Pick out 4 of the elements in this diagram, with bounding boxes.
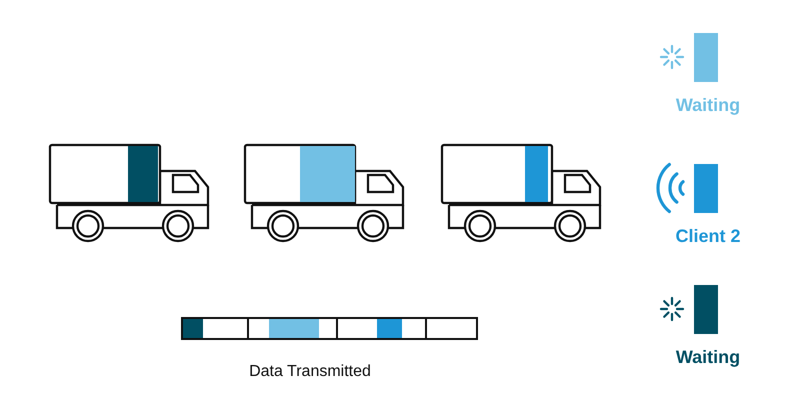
client-status-label: Waiting [676,95,740,116]
caption-text: Data Transmitted [249,363,371,381]
client-status-label: Waiting [676,347,740,368]
client-status-label: Client 2 [676,226,740,247]
